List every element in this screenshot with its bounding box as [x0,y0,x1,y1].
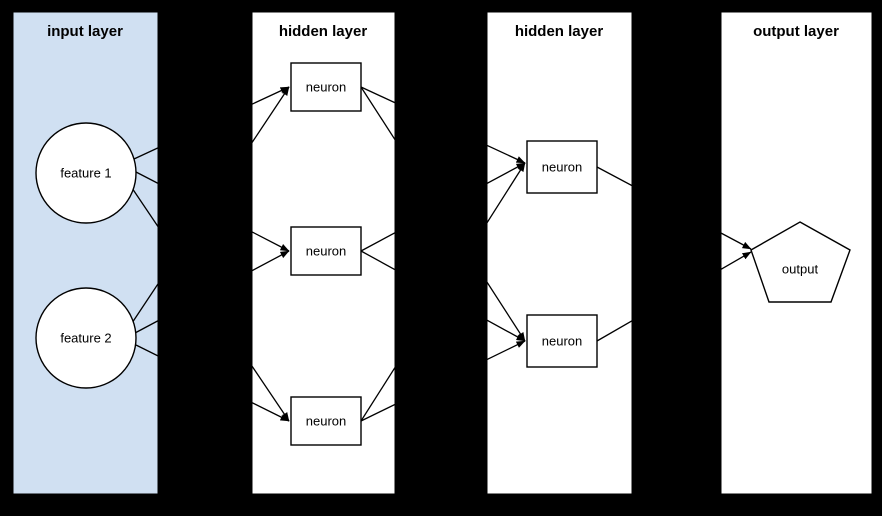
hidden1-neuron-3-label: neuron [306,413,346,428]
layer-title-hidden-2: hidden layer [515,23,604,40]
edge-h2n1-output [596,166,752,250]
edge-h1n1-h2n2 [360,86,526,342]
hidden1-neuron-2-box[interactable] [290,226,362,276]
feature-1-label: feature 1 [60,165,111,180]
hidden1-neuron-1-label: neuron [306,79,346,94]
layer-title-input: input layer [47,23,123,40]
layer-title-hidden-1: hidden layer [279,23,368,40]
output-label: output [782,261,819,276]
edge-h1n3-h2n1 [360,162,526,422]
edge-h1n3-h2n2 [360,340,526,422]
output-pentagon[interactable] [750,221,851,303]
edge-feature2-neuron2 [134,250,290,334]
feature-2-circle[interactable] [35,287,137,389]
hidden1-neuron-1-box[interactable] [290,62,362,112]
edges-input-to-hidden1 [131,86,290,422]
feature-1-circle[interactable] [35,122,137,224]
edge-feature1-neuron3 [131,187,290,422]
feature-2-label: feature 2 [60,330,111,345]
hidden2-neuron-2-box[interactable] [526,314,598,368]
node-hidden1-neuron-1[interactable]: neuron [290,62,362,112]
edges-hidden2-to-output [596,166,752,342]
node-feature-1[interactable]: feature 1 [35,122,137,224]
edge-feature1-neuron1 [133,86,290,160]
hidden2-neuron-2-label: neuron [542,333,582,348]
node-output[interactable]: output [750,221,851,303]
node-hidden1-neuron-3[interactable]: neuron [290,396,362,446]
edge-h2n2-output [596,251,752,342]
panel-input-layer [12,11,159,495]
node-feature-2[interactable]: feature 2 [35,287,137,389]
edge-h1n2-h2n1 [360,162,526,252]
node-hidden2-neuron-1[interactable]: neuron [526,140,598,194]
hidden1-neuron-3-box[interactable] [290,396,362,446]
hidden1-neuron-2-label: neuron [306,243,346,258]
node-hidden1-neuron-2[interactable]: neuron [290,226,362,276]
edge-h1n2-h2n2 [360,250,526,342]
layer-title-output: output layer [753,23,839,40]
panel-hidden-layer-2 [486,11,633,495]
hidden2-neuron-1-label: neuron [542,159,582,174]
edge-feature2-neuron3 [135,344,290,422]
edge-feature1-neuron2 [135,171,290,252]
edge-h1n1-h2n1 [360,86,526,164]
edge-feature2-neuron1 [131,86,290,324]
node-hidden2-neuron-2[interactable]: neuron [526,314,598,368]
edges-hidden1-to-hidden2 [360,86,526,422]
hidden2-neuron-1-box[interactable] [526,140,598,194]
